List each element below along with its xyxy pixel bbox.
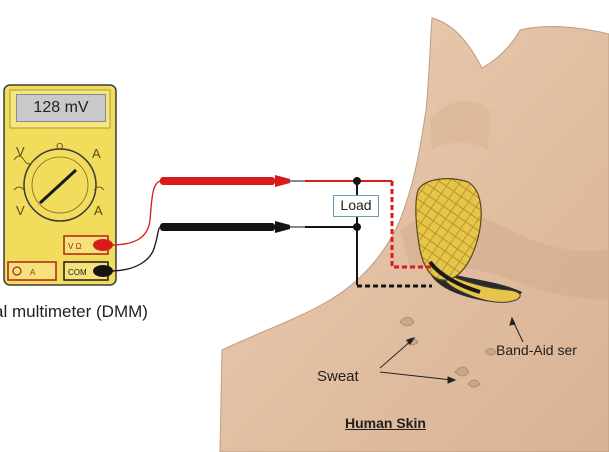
dial-label-v-low: V [16,203,25,218]
band-aid-sensor-label: Band-Aid ser [496,342,577,358]
dmm-label: al multimeter (DMM) [0,302,148,321]
meter-display: 128 mV [16,94,106,122]
svg-text:A: A [30,268,36,277]
human-skin-label: Human Skin [345,415,426,431]
red-lead-wire [109,180,161,246]
port-amp [7,261,57,281]
svg-text:V Ω: V Ω [68,242,82,251]
black-probe [160,221,305,233]
dial-label-a-low: A [94,203,103,218]
dial-pointer [38,168,78,205]
dial-label-v: V [16,144,25,159]
svg-text:COM: COM [68,268,87,277]
circuit-wires [305,177,434,288]
band-aid-sensor [415,178,522,303]
dial-label-ohm: Ω [56,142,64,153]
dial-label-a: A [92,146,101,161]
sweat-droplets [399,316,497,388]
skin-shading-2 [430,101,490,150]
annotation-arrows [379,316,524,384]
black-lead-wire [109,226,161,272]
load-box: Load [333,195,379,217]
red-probe [160,175,305,187]
sweat-label: Sweat [317,368,359,385]
